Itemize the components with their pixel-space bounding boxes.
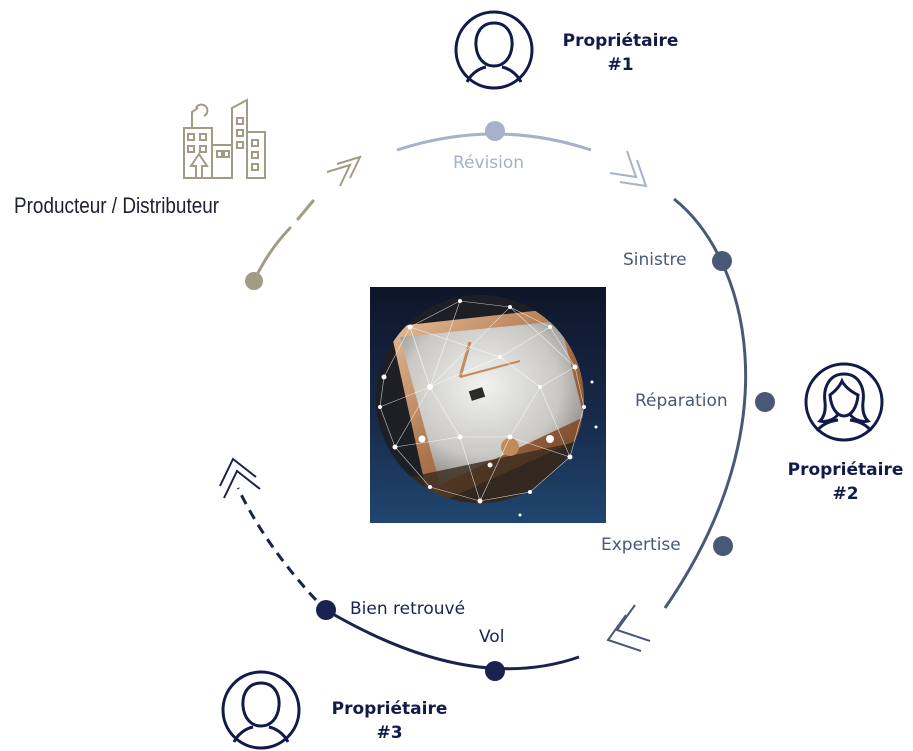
watch-network-image: [370, 287, 606, 523]
user-avatar-female-icon: [804, 362, 884, 442]
owner3-title: Propriétaire: [331, 699, 448, 719]
owner2-number: #2: [832, 484, 859, 504]
factory-buildings-icon: [183, 98, 266, 179]
producer-arc-dash: [296, 199, 315, 221]
network-nodes: [378, 299, 598, 517]
double-chevron-arrow-icon: [219, 457, 261, 499]
expertise-dot: [713, 536, 733, 556]
step-bien-retrouve: Bien retrouvé: [350, 599, 466, 619]
producer-dot: [245, 272, 263, 290]
user-avatar-icon: [221, 670, 301, 750]
owner3-arc: [325, 608, 580, 671]
bien-retrouve-dot: [316, 600, 336, 620]
producer-arc: [252, 226, 292, 283]
owner2-label: Propriétaire #2: [778, 458, 913, 506]
owner2-title: Propriétaire: [787, 460, 904, 480]
owner1-title: Propriétaire: [562, 31, 679, 51]
user-avatar-icon: [454, 10, 534, 90]
reparation-dot: [755, 392, 775, 412]
double-chevron-arrow-icon: [609, 150, 648, 188]
step-reparation: Réparation: [635, 391, 728, 411]
step-sinistre: Sinistre: [623, 250, 687, 270]
vol-dot: [485, 661, 505, 681]
watch-network-illustration: [376, 295, 598, 517]
producer-label: Producteur / Distributeur: [14, 193, 220, 218]
owner3-dashed-arc: [236, 487, 318, 602]
owner2-arc: [663, 197, 748, 609]
revision-dot: [485, 121, 505, 141]
owner3-number: #3: [376, 723, 403, 743]
step-expertise: Expertise: [601, 535, 681, 555]
double-chevron-arrow-icon: [326, 155, 362, 187]
double-chevron-arrow-icon: [606, 604, 651, 652]
owner3-label: Propriétaire #3: [322, 697, 457, 745]
step-vol: Vol: [479, 627, 505, 647]
owner1-number: #1: [607, 55, 634, 75]
sinistre-dot: [712, 251, 732, 271]
owner1-label: Propriétaire #1: [553, 29, 688, 77]
step-revision: Révision: [453, 153, 525, 173]
